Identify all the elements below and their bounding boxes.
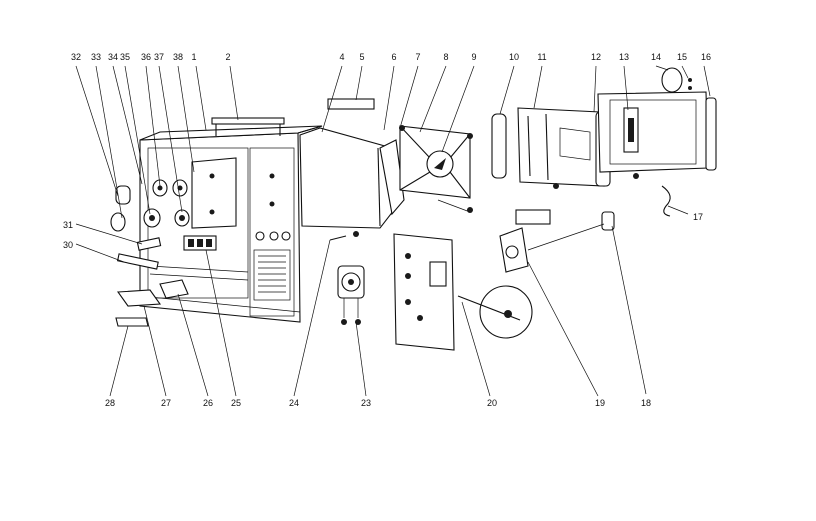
callout-8: 8: [443, 52, 448, 62]
callout-37: 37: [154, 52, 164, 62]
callout-35: 35: [120, 52, 130, 62]
callout-28: 28: [105, 398, 115, 408]
leader-lines: [75, 65, 711, 397]
callout-14: 14: [651, 52, 661, 62]
callout-9: 9: [471, 52, 476, 62]
callout-27: 27: [161, 398, 171, 408]
callout-4: 4: [339, 52, 344, 62]
front-small-parts: [115, 237, 189, 327]
callout-13: 13: [619, 52, 629, 62]
callout-20: 20: [487, 398, 497, 408]
callout-labels: 1 2 4 5 6 7 8 9 10 11 12 13 14 15 16 17 …: [63, 52, 711, 408]
callout-17: 17: [693, 212, 703, 222]
callout-10: 10: [509, 52, 519, 62]
rear-housing: [491, 107, 611, 189]
callout-36: 36: [141, 52, 151, 62]
callout-38: 38: [173, 52, 183, 62]
callout-34: 34: [108, 52, 118, 62]
callout-18: 18: [641, 398, 651, 408]
chassis-board: [393, 233, 533, 351]
back-cover: [597, 67, 717, 179]
callout-6: 6: [391, 52, 396, 62]
bar-part: [327, 98, 375, 110]
callout-19: 19: [595, 398, 605, 408]
power-cord: [661, 185, 671, 217]
callout-16: 16: [701, 52, 711, 62]
tube-shell: [299, 127, 405, 229]
callout-31: 31: [63, 220, 73, 230]
callout-32: 32: [71, 52, 81, 62]
callout-24: 24: [289, 398, 299, 408]
screw-part: [329, 231, 359, 241]
picture-tube: [399, 125, 473, 213]
handle: [211, 117, 285, 136]
callout-25: 25: [231, 398, 241, 408]
callout-5: 5: [359, 52, 364, 62]
control-knobs: [110, 179, 190, 232]
callout-23: 23: [361, 398, 371, 408]
switch-assembly: [499, 209, 615, 273]
speaker: [337, 265, 365, 325]
callout-7: 7: [415, 52, 420, 62]
callout-33: 33: [91, 52, 101, 62]
callout-2: 2: [225, 52, 230, 62]
callout-26: 26: [203, 398, 213, 408]
callout-11: 11: [537, 52, 546, 62]
callout-12: 12: [591, 52, 601, 62]
callout-1: 1: [191, 52, 196, 62]
callout-15: 15: [677, 52, 687, 62]
callout-30: 30: [63, 240, 73, 250]
